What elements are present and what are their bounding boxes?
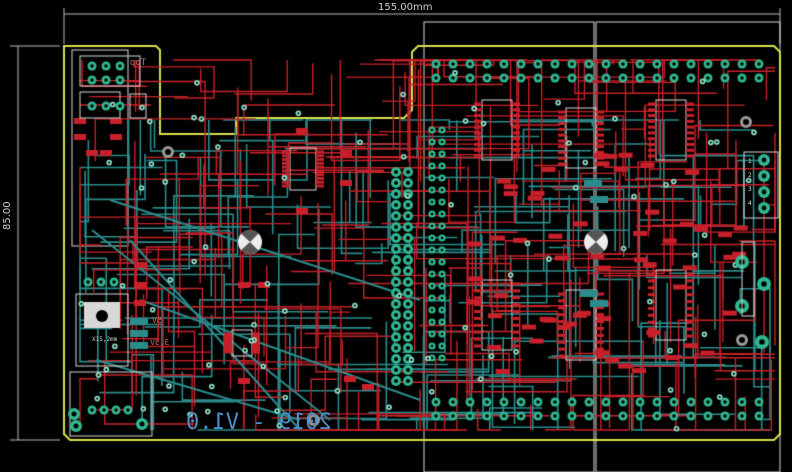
connector-label: X15,2mm [92, 336, 118, 343]
terminal-pin-label: 2 [748, 172, 752, 179]
terminal-pin-label: 4 [748, 200, 752, 207]
rail-5v-label: 5V [152, 316, 162, 325]
width-dimension-label: 155.00mm [378, 2, 433, 13]
terminal-pin-label: 1 [748, 158, 752, 165]
terminal-pin-label: 3 [748, 186, 752, 193]
top-layer-label: Top [130, 58, 147, 68]
rail-3v3-label: 3.3V [150, 338, 170, 347]
board-version-text: 2019 - V1.0 [186, 410, 332, 435]
height-dimension-label: 85.00 [2, 201, 13, 230]
